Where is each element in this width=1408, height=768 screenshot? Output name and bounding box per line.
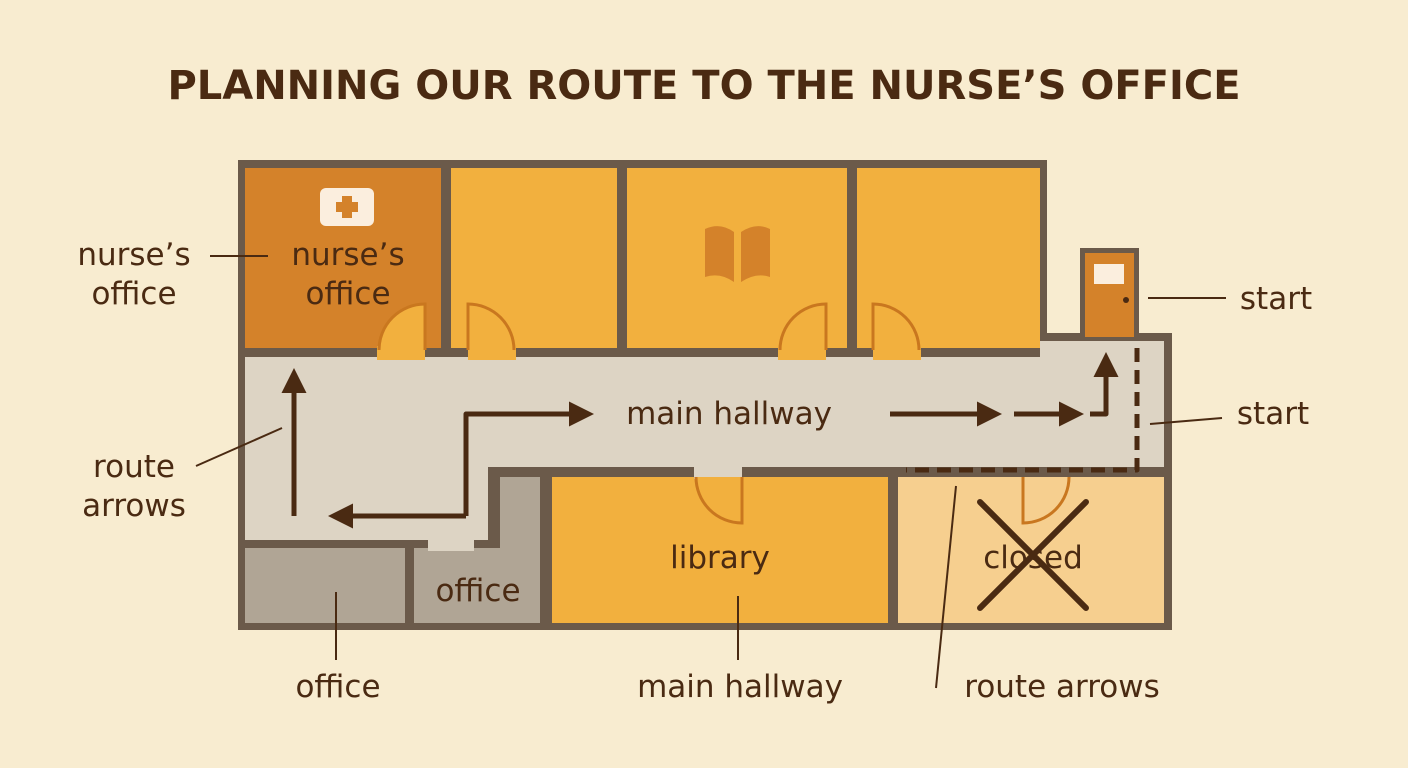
- door-swing-book-room: [778, 302, 828, 351]
- office-room-upper: [500, 477, 540, 548]
- door-gap-library: [694, 465, 742, 479]
- floor-plan: [238, 160, 1172, 630]
- leader-start-hall: [1149, 417, 1223, 425]
- door-icon: [1080, 248, 1139, 340]
- open-book-icon: [705, 226, 770, 282]
- door-swing-closed-room: [1021, 476, 1071, 525]
- callout-office: office: [295, 669, 380, 705]
- door-swing-room-1: [466, 302, 516, 351]
- first-aid-cross-icon: [320, 188, 374, 226]
- office-room-left: [245, 548, 405, 623]
- leader-route-bottom: [935, 485, 957, 689]
- callout-route-arrows-bottom: route arrows: [964, 669, 1160, 705]
- main-hallway-label: main hallway: [626, 396, 832, 432]
- leader-route-left: [195, 427, 283, 467]
- door-swing-nurse: [377, 302, 427, 351]
- door-swing-room-3: [871, 302, 921, 351]
- main-hallway-area: [245, 341, 1164, 540]
- callout-leaders: [195, 255, 1226, 689]
- closed-room-label: closed: [983, 540, 1083, 576]
- door-swing-library: [694, 476, 744, 525]
- office-room: [414, 548, 540, 623]
- library-room-label: library: [670, 540, 770, 576]
- door-gap-office: [428, 537, 474, 551]
- doors: [377, 302, 1071, 551]
- callout-main-hallway: main hallway: [637, 669, 843, 705]
- route-arrows: [281, 348, 1140, 529]
- route-dashed-path: [906, 348, 1140, 473]
- callout-start-hall: start: [1237, 396, 1309, 432]
- callout-start-door: start: [1240, 281, 1312, 317]
- route-arrow-up-start: [1090, 352, 1119, 417]
- office-room-label: office: [435, 573, 520, 609]
- page-title: PLANNING OUR ROUTE TO THE NURSE’S OFFICE: [167, 63, 1240, 109]
- x-cross-icon: [977, 499, 1089, 611]
- route-arrow-hall-segment: [463, 401, 594, 516]
